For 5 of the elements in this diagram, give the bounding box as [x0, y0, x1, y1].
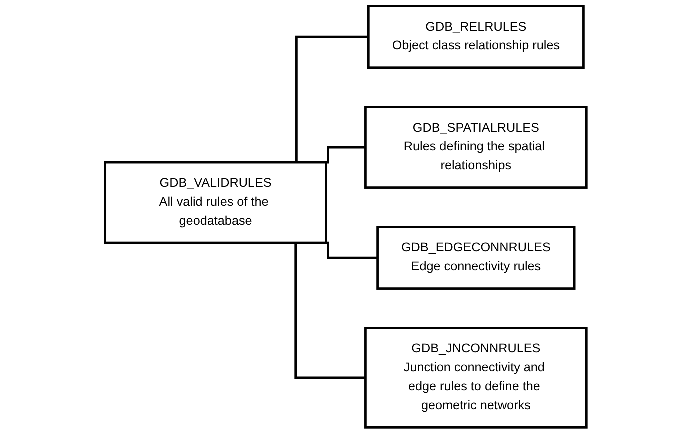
node-box: GDB_JNCONNRULES Junction connectivity and edge rules to define the geometric networks: [364, 327, 588, 429]
node-box: GDB_EDGECONNRULES Edge connectivity rules: [376, 226, 576, 290]
node-box: GDB_RELRULES Object class relationship rules: [366, 5, 584, 70]
node-box: GDB_VALIDRULES All valid rules of the geodatabase: [104, 161, 327, 244]
node-box: GDB_SPATIALRULES Rules defining the spatial relationships: [364, 106, 588, 189]
